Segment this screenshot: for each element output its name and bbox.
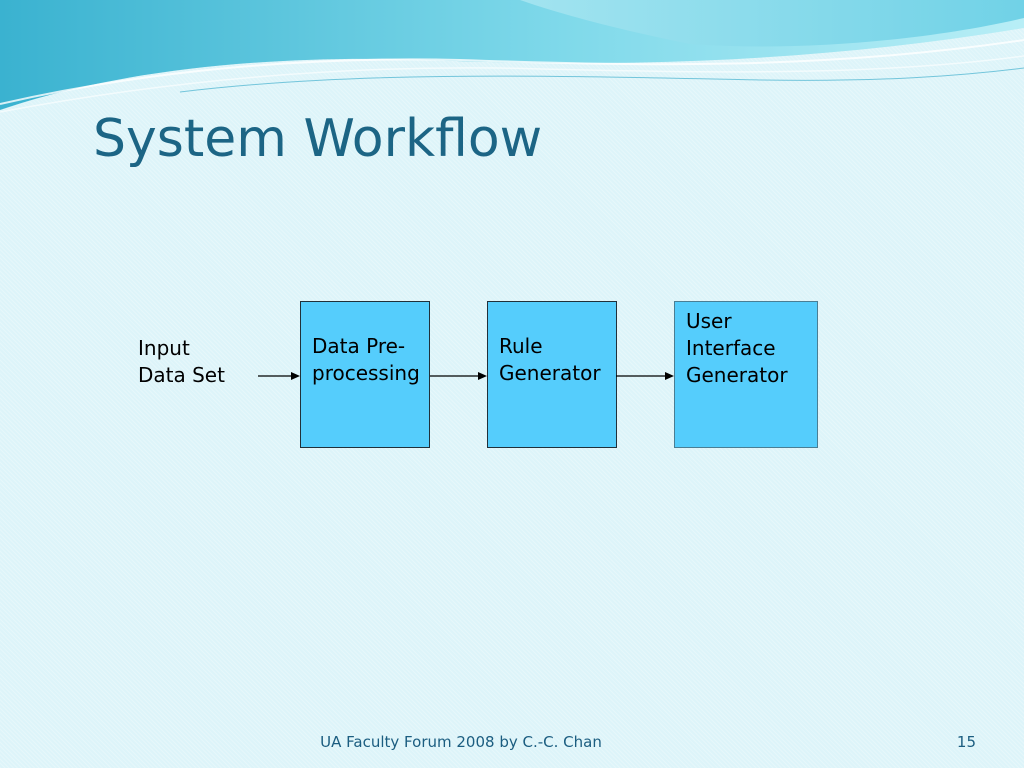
input-label-line2: Data Set [138,363,225,387]
step-3-line2: Interface [686,336,776,360]
workflow-step-data-preprocessing: Data Pre- processing [300,301,430,448]
step-2-line1: Rule [499,334,543,358]
wave-line-1 [0,39,1024,105]
input-data-set-label: Input Data Set [138,335,225,389]
arrow-rule-generator-to-ui-generator [616,372,674,380]
arrow-input-to-preprocessing [258,372,300,380]
workflow-step-ui-generator: User Interface Generator [674,301,818,448]
arrowhead-icon [478,372,487,380]
step-3-label: User Interface Generator [686,308,788,389]
input-label-line1: Input [138,336,190,360]
arrow-preprocessing-to-rule-generator [430,372,487,380]
arrowhead-icon [291,372,300,380]
step-3-line3: Generator [686,363,788,387]
arrowhead-icon [665,372,674,380]
wave-band-light [520,0,1024,47]
wave-line-3 [179,67,1024,93]
step-2-line2: Generator [499,361,601,385]
step-2-label: Rule Generator [499,333,601,387]
step-1-line1: Data Pre- [312,334,406,358]
workflow-step-rule-generator: Rule Generator [487,301,617,448]
step-1-line2: processing [312,361,420,385]
step-1-label: Data Pre- processing [312,333,420,387]
page-number: 15 [956,733,976,751]
step-3-line1: User [686,309,732,333]
page-title: System Workflow [93,109,543,169]
wave-line-2 [0,55,1024,113]
header-wave-decoration [0,0,1024,113]
slide-footer: UA Faculty Forum 2008 by C.-C. Chan [320,733,602,751]
